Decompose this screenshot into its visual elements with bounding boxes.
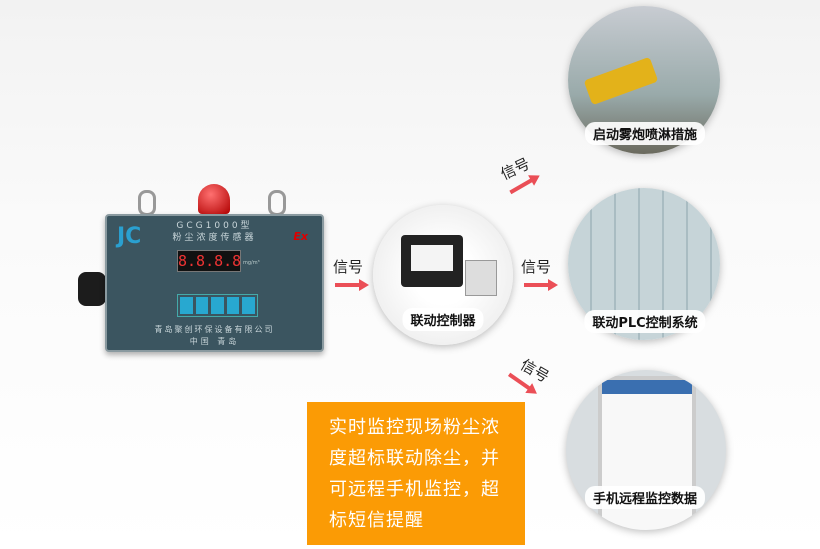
company-name: 青岛聚创环保设备有限公司 — [154, 325, 275, 334]
output-label-plc: 联动PLC控制系统 — [584, 310, 706, 333]
device-name: 粉尘浓度传感器 — [172, 233, 257, 243]
hanging-ring — [268, 190, 286, 216]
arrow-right-icon — [524, 279, 558, 291]
key-button[interactable] — [242, 297, 255, 314]
logo-icon: JC — [117, 224, 142, 249]
dust-sensor-device: JC Ex GCG1000型 粉尘浓度传感器 8.8.8.8 mg/m³ 青岛聚… — [105, 214, 324, 352]
key-button[interactable] — [211, 297, 224, 314]
controller-label: 联动控制器 — [402, 308, 484, 331]
alarm-lamp — [198, 184, 230, 214]
location: 中国 青岛 — [189, 337, 240, 346]
output-label-phone: 手机远程监控数据 — [584, 486, 706, 509]
controller-image — [373, 205, 513, 345]
unit-label: mg/m³ — [243, 260, 260, 266]
led-display: 8.8.8.8 — [177, 250, 242, 272]
arrow-down-right-icon — [507, 372, 537, 394]
cable-gland — [78, 272, 106, 306]
signal-label: 信号 — [333, 258, 364, 276]
arrow-up-right-icon — [509, 175, 540, 195]
key-button[interactable] — [226, 297, 240, 314]
description-box: 实时监控现场粉尘浓度超标联动除尘，并可远程手机监控，超标短信提醒 — [307, 402, 525, 545]
device-model: GCG1000型 — [176, 221, 253, 231]
breaker — [465, 260, 497, 296]
key-button[interactable] — [180, 297, 193, 314]
signal-label: 信号 — [521, 258, 552, 276]
arrow-right-icon — [335, 279, 369, 291]
ex-mark: Ex — [293, 230, 308, 243]
key-button[interactable] — [195, 297, 209, 314]
fog-cannon — [583, 56, 659, 106]
hanging-ring — [138, 190, 156, 216]
controller-module — [401, 235, 463, 287]
output-label-fog: 启动雾炮喷淋措施 — [584, 122, 706, 145]
keypad — [177, 294, 258, 317]
